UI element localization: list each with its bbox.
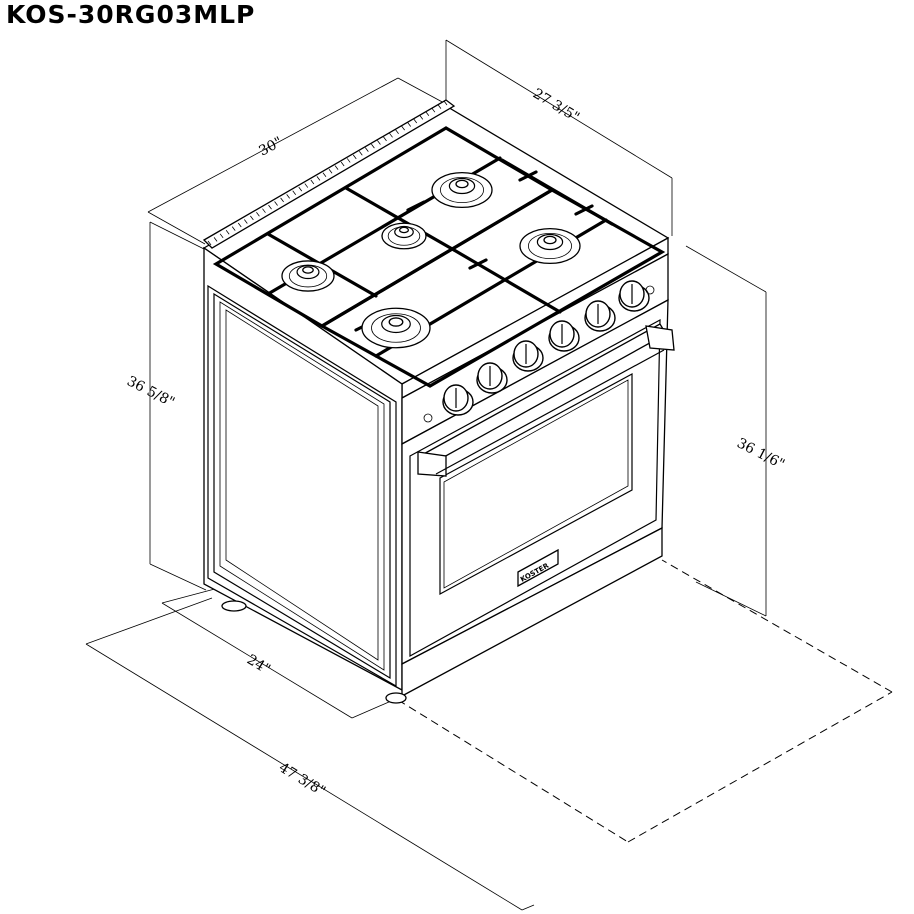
vent-slot [207,240,212,246]
vent-slot [225,229,230,235]
vent-slot [219,233,224,239]
vent-slot [250,215,254,221]
vent-slot [292,190,297,195]
gas-burner-icon [361,307,431,349]
vent-slot [256,212,260,217]
vent-slot [286,194,290,199]
vent-slot [231,226,236,231]
control-knob-icon [618,280,650,312]
model-title: KOS-30RG03MLP [6,0,256,29]
control-knob-icon [512,340,544,372]
gas-burner-icon [519,227,581,265]
vent-slot [419,115,424,120]
vent-slot [213,237,218,242]
vent-slot [262,208,266,213]
vent-slot [340,161,345,167]
vent-slot [407,122,412,127]
dimension-width-top: 30" [256,134,285,160]
dimension-height-right: 36 1/6" [734,435,787,473]
vent-slot [310,179,315,185]
vent-slot [237,222,242,228]
dimension-lines [85,39,767,911]
oven-door [409,318,675,658]
vent-slot [383,136,387,142]
vent-slot [443,100,448,106]
vent-slot [280,197,284,203]
control-knob-icon [548,320,580,352]
vent-slot [316,176,321,181]
dimension-depth-top: 27 3/5" [530,86,582,126]
vent-slot [365,147,369,152]
vent-slot [346,158,351,163]
open-door-footprint [397,559,893,843]
vent-slot [395,129,399,134]
vent-slot [389,133,393,138]
vent-slot [304,183,309,188]
vent-slot [274,201,278,206]
control-knob-icon [476,362,508,394]
control-knob-icon [442,384,474,416]
vent-slot [322,172,327,178]
burners [281,171,581,349]
dimension-depth-open: 47 3/8" [276,760,328,800]
control-knobs [442,280,650,416]
range-feet [221,600,407,704]
control-knob-icon [584,300,616,332]
vent-slot [358,151,363,156]
vent-slot [401,125,405,131]
vent-slot [413,118,418,124]
side-panel-frame [207,284,397,688]
gas-burner-icon [281,260,335,292]
vent-slot [334,165,339,170]
gas-burner-icon [431,171,493,209]
vent-slot [437,104,442,109]
dimension-height-left: 36 5/8" [124,373,177,411]
vent-slot [431,107,436,113]
vent-slot [268,204,272,210]
vent-slot [328,168,333,174]
vent-slot [377,140,381,145]
back-vent-grille [207,100,448,246]
vent-slot [425,111,430,117]
vent-slot [371,143,375,149]
gas-burner-icon [381,222,427,250]
vent-slot [352,154,357,160]
igniter-buttons [423,285,655,423]
vent-slot [298,186,303,192]
vent-slot [243,219,248,224]
